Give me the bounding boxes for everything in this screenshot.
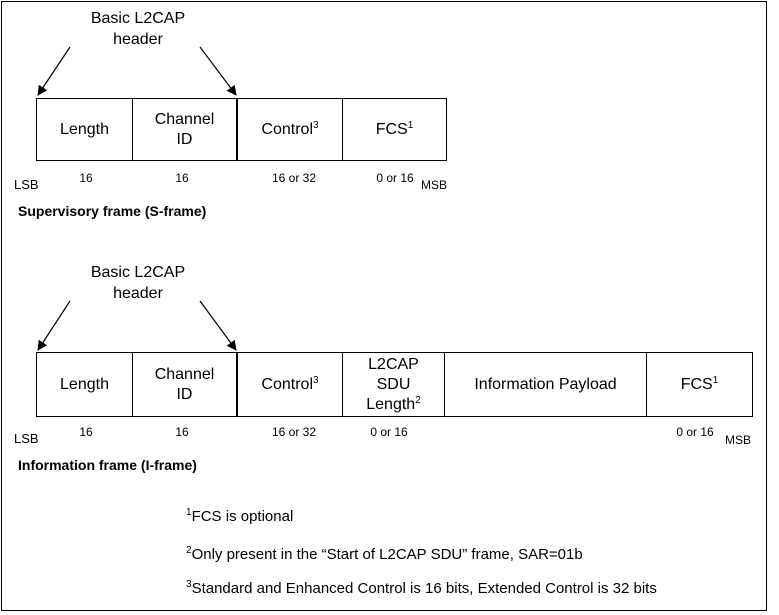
s-frame-title: Supervisory frame (S-frame) <box>18 203 207 219</box>
i-frame-header-label: Basic L2CAP header <box>48 262 228 304</box>
i-msb-label: MSB <box>725 433 752 447</box>
figure-border <box>1 1 767 611</box>
s-frame-right-arrow <box>199 46 237 96</box>
note-1: 1FCS is optional <box>186 507 294 526</box>
header-label-line2: header <box>113 285 163 302</box>
s-control-bits: 16 or 32 <box>271 171 317 185</box>
note-3: 3Standard and Enhanced Control is 16 bit… <box>186 579 657 598</box>
header-label-line1: Basic L2CAP <box>90 264 186 281</box>
i-field-fcs: FCS1 <box>680 374 719 393</box>
i-frame-title: Information frame (I-frame) <box>18 457 197 473</box>
s-length-bits: 16 <box>79 171 93 185</box>
i-field-length: Length <box>37 353 133 416</box>
i-frame-left-arrow <box>37 300 71 351</box>
s-frame-header-label: Basic L2CAP header <box>48 8 228 50</box>
i-sdu-length-bits: 0 or 16 <box>370 425 408 439</box>
s-frame-left-arrow <box>37 46 71 96</box>
header-label-line2: header <box>113 31 163 48</box>
i-fcs-bits: 0 or 16 <box>676 425 714 439</box>
header-label-line1: Basic L2CAP <box>90 10 186 27</box>
s-channel-bits: 16 <box>175 171 189 185</box>
i-channel-bits: 16 <box>175 425 189 439</box>
i-lsb-label: LSB <box>14 431 39 446</box>
i-frame-right-arrow <box>199 300 237 351</box>
i-length-bits: 16 <box>79 425 93 439</box>
s-field-length: Length <box>37 99 133 160</box>
i-field-control: Control3 <box>238 353 343 416</box>
i-field-information-payload: Information Payload <box>445 353 647 416</box>
s-field-fcs: FCS1 <box>375 119 414 138</box>
note-2: 2Only present in the “Start of L2CAP SDU… <box>186 545 583 564</box>
s-field-control: Control3 <box>238 99 343 160</box>
s-fcs-bits: 0 or 16 <box>376 171 414 185</box>
s-lsb-label: LSB <box>14 177 39 192</box>
i-control-bits: 16 or 32 <box>271 425 317 439</box>
s-msb-label: MSB <box>421 178 448 192</box>
